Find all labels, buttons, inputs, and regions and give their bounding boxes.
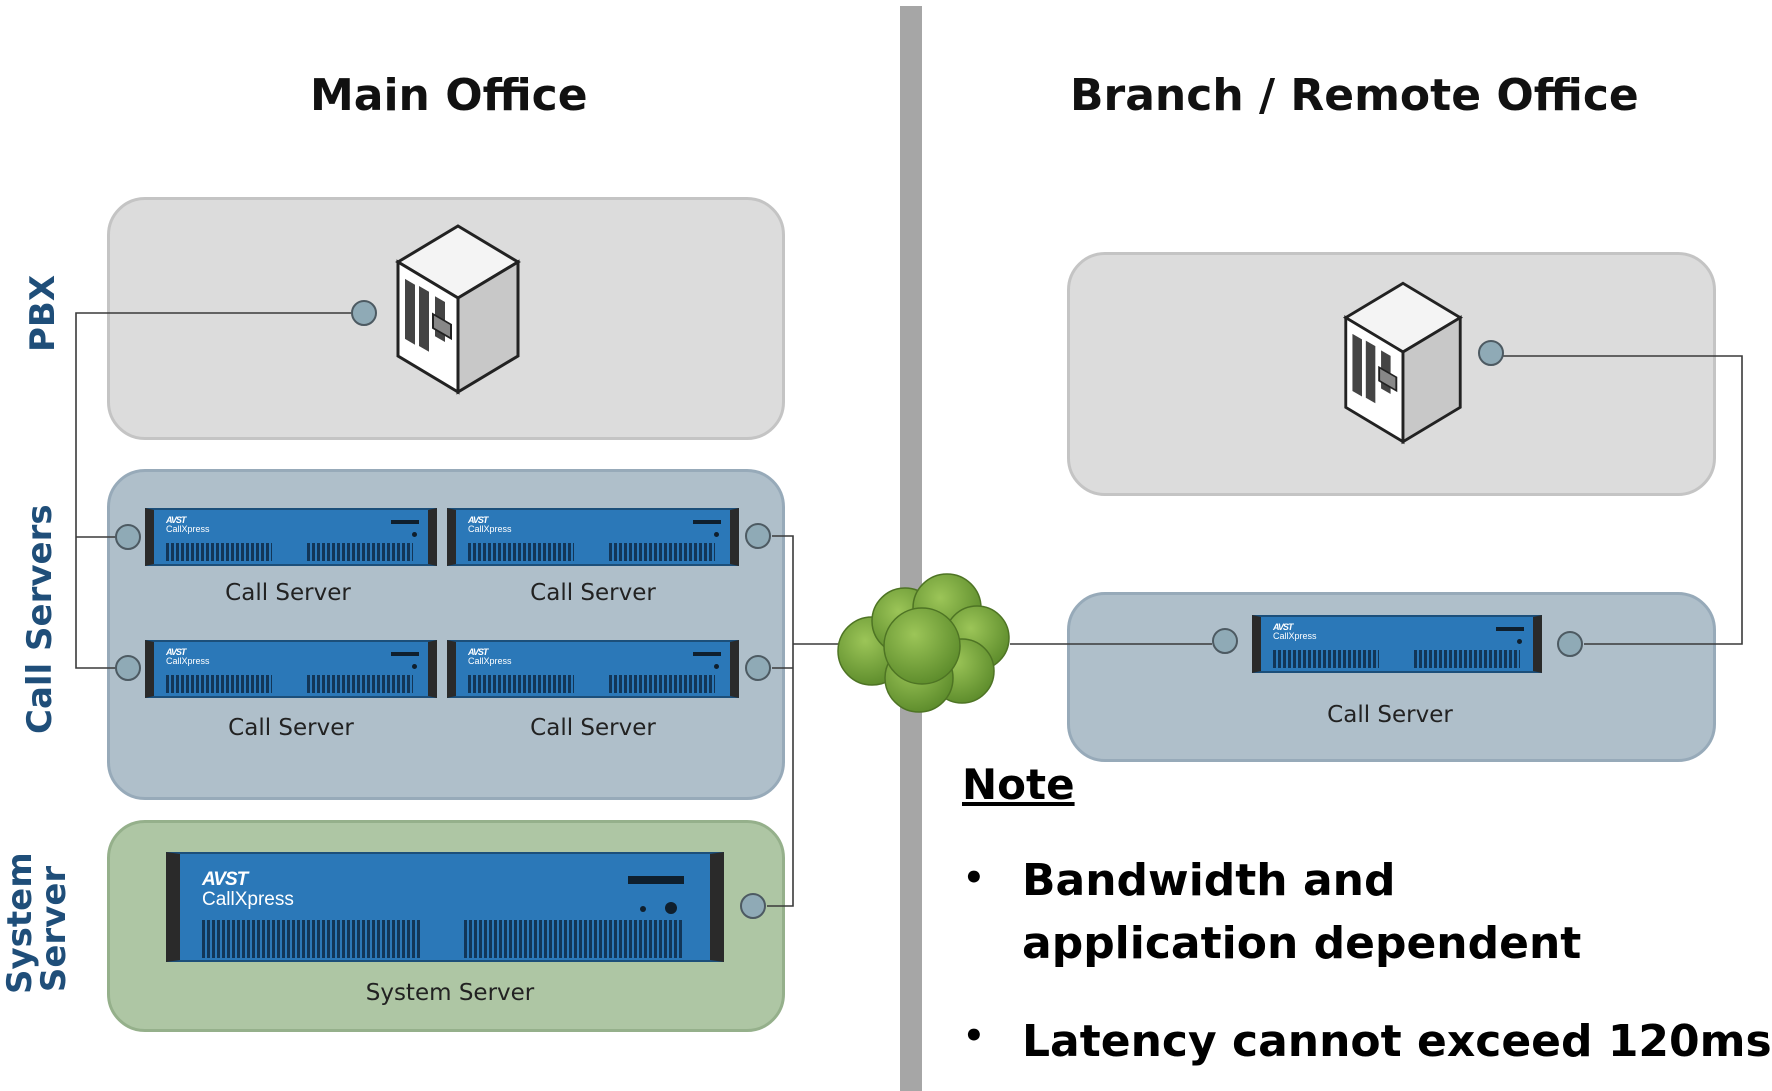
vent bbox=[166, 543, 272, 561]
call-server-4-brand: AVST CallXpress bbox=[468, 647, 512, 667]
branch-office-heading: Branch / Remote Office bbox=[1070, 70, 1639, 121]
system-server-connector bbox=[740, 893, 766, 919]
call-server-1-caption: Call Server bbox=[225, 580, 351, 606]
drive-slot bbox=[391, 520, 419, 524]
call-server-1-connector bbox=[115, 524, 141, 550]
branch-pbx-server-icon bbox=[1342, 281, 1464, 445]
system-server-caption: System Server bbox=[365, 980, 535, 1006]
brand-product: CallXpress bbox=[468, 656, 512, 667]
bullet-dot-1: • bbox=[963, 858, 985, 898]
vent bbox=[1414, 650, 1520, 668]
status-led bbox=[714, 664, 719, 669]
call-server-3-brand: AVST CallXpress bbox=[166, 647, 210, 667]
vent bbox=[202, 920, 422, 958]
drive-slot bbox=[1496, 627, 1524, 631]
status-led bbox=[714, 532, 719, 537]
pbx-link bbox=[75, 312, 352, 669]
branch-pbx-link bbox=[1503, 355, 1743, 645]
office-divider bbox=[900, 6, 922, 1091]
call-server-4-connector bbox=[745, 655, 771, 681]
status-led bbox=[640, 906, 646, 912]
brand-product: CallXpress bbox=[202, 888, 294, 910]
branch-call-server-right-connector bbox=[1557, 631, 1583, 657]
main-pbx-server-icon bbox=[395, 224, 521, 395]
call-server-3-device: AVST CallXpress bbox=[145, 640, 437, 698]
call-server-4-caption: Call Server bbox=[530, 715, 656, 741]
brand-logo: AVST bbox=[202, 869, 248, 890]
call-server-2-caption: Call Server bbox=[530, 580, 656, 606]
network-cloud-icon bbox=[837, 573, 1010, 713]
vent bbox=[609, 675, 715, 693]
vent bbox=[468, 675, 574, 693]
call-server-2-link bbox=[767, 535, 794, 907]
call-server-1-brand: AVST CallXpress bbox=[166, 515, 210, 535]
branch-call-server-left-connector bbox=[1212, 628, 1238, 654]
call-server-1-device: AVST CallXpress bbox=[145, 508, 437, 566]
call-server-2-connector bbox=[745, 523, 771, 549]
brand-logo: AVST bbox=[166, 515, 186, 525]
call-server-2-brand: AVST CallXpress bbox=[468, 515, 512, 535]
call-server-4-device: AVST CallXpress bbox=[447, 640, 739, 698]
bullet-dot-2: • bbox=[963, 1016, 985, 1056]
vent bbox=[468, 543, 574, 561]
brand-logo: AVST bbox=[1273, 622, 1293, 632]
vent bbox=[307, 675, 413, 693]
brand-logo: AVST bbox=[468, 515, 488, 525]
drive-slot bbox=[693, 520, 721, 524]
call-server-3-connector bbox=[115, 655, 141, 681]
vent bbox=[166, 675, 272, 693]
drive-slot bbox=[693, 652, 721, 656]
note-title: Note bbox=[962, 760, 1075, 809]
drive-slot bbox=[628, 876, 684, 884]
status-led bbox=[1517, 639, 1522, 644]
brand-logo: AVST bbox=[468, 647, 488, 657]
branch-call-server-caption: Call Server bbox=[1327, 702, 1453, 728]
brand-product: CallXpress bbox=[166, 524, 210, 535]
brand-product: CallXpress bbox=[1273, 631, 1317, 642]
call-server-2-device: AVST CallXpress bbox=[447, 508, 739, 566]
branch-pbx-connector bbox=[1478, 340, 1504, 366]
system-server-brand: AVST CallXpress bbox=[202, 870, 294, 910]
note-bullet-1: Bandwidth and application dependent bbox=[1022, 855, 1582, 969]
vent bbox=[1273, 650, 1379, 668]
call-server-3-caption: Call Server bbox=[228, 715, 354, 741]
pbx-connector bbox=[351, 300, 377, 326]
branch-call-server-brand: AVST CallXpress bbox=[1273, 622, 1317, 642]
note-bullet-2: Latency cannot exceed 120ms bbox=[1022, 1016, 1772, 1067]
vent bbox=[464, 920, 684, 958]
brand-product: CallXpress bbox=[468, 524, 512, 535]
brand-logo: AVST bbox=[166, 647, 186, 657]
status-led bbox=[412, 664, 417, 669]
vent bbox=[307, 543, 413, 561]
main-office-heading: Main Office bbox=[310, 70, 588, 121]
drive-slot bbox=[391, 652, 419, 656]
branch-call-server-device: AVST CallXpress bbox=[1252, 615, 1542, 673]
brand-product: CallXpress bbox=[166, 656, 210, 667]
vent bbox=[609, 543, 715, 561]
system-server-device: AVST CallXpress bbox=[166, 852, 724, 962]
status-led bbox=[665, 902, 677, 914]
status-led bbox=[412, 532, 417, 537]
